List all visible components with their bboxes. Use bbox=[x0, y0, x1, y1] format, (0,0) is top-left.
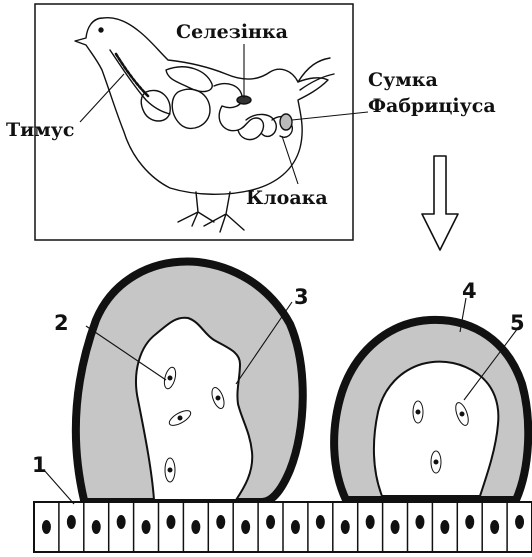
follicle-small-interior bbox=[374, 362, 498, 496]
epithelium-cell-nucleus bbox=[216, 515, 225, 529]
epithelium-cell-nucleus bbox=[366, 515, 375, 529]
epithelium-cell-nucleus bbox=[266, 515, 275, 529]
bursa-label-line2: Фабриціуса bbox=[368, 95, 496, 117]
epithelium-cell-nucleus bbox=[191, 520, 200, 534]
label-1: 1 bbox=[32, 453, 47, 477]
chicken-eye bbox=[99, 28, 103, 32]
down-arrow bbox=[422, 156, 458, 250]
cloaca-label: Клоака bbox=[246, 187, 328, 209]
label-2: 2 bbox=[54, 311, 69, 335]
epithelium-cell-nucleus bbox=[465, 515, 474, 529]
epithelium-cell-nucleus bbox=[67, 515, 76, 529]
epithelium-cell-nucleus bbox=[42, 520, 51, 534]
epithelium-cell-nucleus bbox=[291, 520, 300, 534]
epithelium-cell-nucleus bbox=[515, 515, 524, 529]
pointer-1 bbox=[44, 470, 74, 504]
epithelium-cell-nucleus bbox=[415, 515, 424, 529]
epithelium-cell-nucleus bbox=[316, 515, 325, 529]
bursa-label-line1: Сумка bbox=[368, 69, 438, 91]
epithelium-cell-nucleus bbox=[142, 520, 151, 534]
thymus-label: Тимус bbox=[6, 119, 74, 141]
bursa-organ bbox=[280, 114, 292, 130]
epithelium-cell-nucleus bbox=[341, 520, 350, 534]
label-4: 4 bbox=[462, 279, 477, 303]
epithelium-cell-nucleus bbox=[117, 515, 126, 529]
epithelium-cell-nucleus bbox=[241, 520, 250, 534]
epithelium-cell-nucleus bbox=[391, 520, 400, 534]
spleen-label: Селезінка bbox=[176, 21, 288, 43]
epithelium-cell-nucleus bbox=[166, 515, 175, 529]
label-5: 5 bbox=[510, 311, 525, 335]
label-3: 3 bbox=[294, 285, 309, 309]
epithelium-cell-nucleus bbox=[92, 520, 101, 534]
epithelium-cell-nucleus bbox=[490, 520, 499, 534]
epithelium-cell-nucleus bbox=[440, 520, 449, 534]
